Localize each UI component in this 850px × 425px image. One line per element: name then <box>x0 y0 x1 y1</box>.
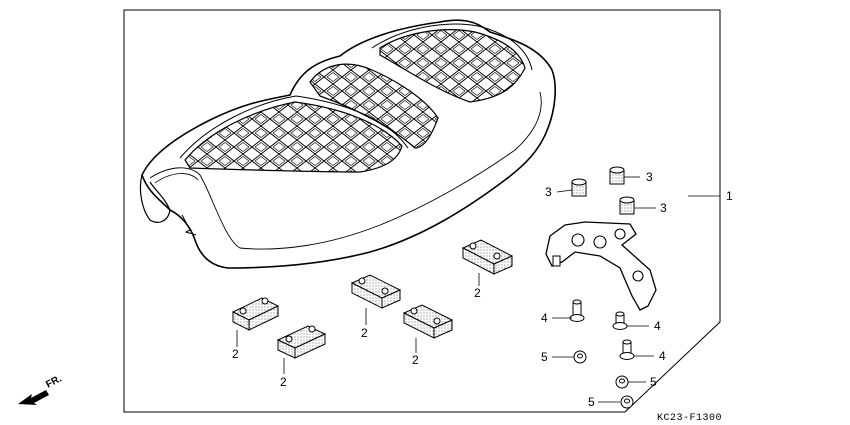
seat-assembly <box>139 19 557 269</box>
grommet-1 <box>571 178 587 197</box>
cushion-block-1 <box>231 297 280 331</box>
callout-2-b: 2 <box>280 375 287 389</box>
collar-1 <box>569 299 585 322</box>
callout-1: 1 <box>726 189 733 203</box>
seat-front-lip <box>139 174 171 223</box>
front-direction-arrow-icon <box>18 390 49 405</box>
collar-3 <box>619 339 635 360</box>
callout-4-a: 4 <box>541 311 548 325</box>
callout-2-d: 2 <box>412 353 419 367</box>
middle-quilted-panel <box>309 63 439 149</box>
callout-5-b: 5 <box>650 375 657 389</box>
passenger-quilted-panel <box>379 29 526 103</box>
grommet-3 <box>619 196 635 215</box>
nut-1 <box>573 350 587 364</box>
collar-2 <box>612 311 628 330</box>
seat-piping-inner <box>154 173 199 184</box>
diagram-frame <box>123 9 721 413</box>
callout-3-a: 3 <box>545 185 552 199</box>
leader-lines <box>236 176 720 403</box>
cushion-block-2 <box>276 325 327 359</box>
diagram-code: KC23-F1300 <box>657 413 722 424</box>
rider-quilted-panel <box>184 101 403 173</box>
seat-piping <box>149 91 542 250</box>
callout-2-a: 2 <box>232 347 239 361</box>
mounting-bracket <box>545 221 657 311</box>
nut-3 <box>620 395 634 409</box>
cushion-block-4 <box>402 304 454 339</box>
callout-2-c: 2 <box>361 326 368 340</box>
callout-3-b: 3 <box>646 170 653 184</box>
callout-2-e: 2 <box>474 286 481 300</box>
direction-label: FR. <box>44 373 64 390</box>
cushion-block-5 <box>461 239 514 275</box>
callout-4-c: 4 <box>659 349 666 363</box>
callout-5-c: 5 <box>588 395 595 409</box>
seat-base-edge <box>181 214 197 236</box>
callout-4-b: 4 <box>654 319 661 333</box>
grommet-2 <box>609 166 625 185</box>
cushion-block-3 <box>350 274 402 309</box>
nut-2 <box>615 375 629 389</box>
callout-3-c: 3 <box>660 201 667 215</box>
callout-5-a: 5 <box>541 350 548 364</box>
